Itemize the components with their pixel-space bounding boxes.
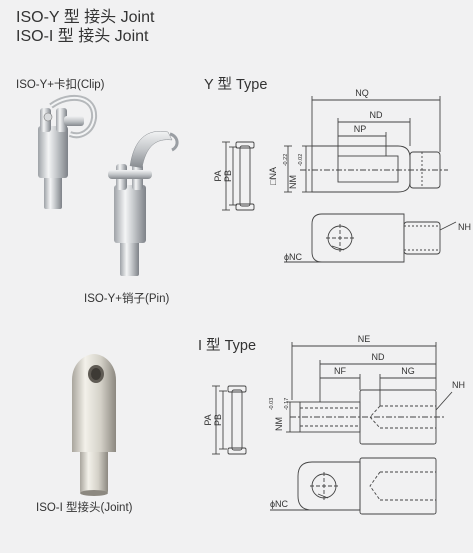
dim-nd-y: ND	[370, 110, 383, 120]
caption-clip: ISO-Y+卡扣(Clip)	[16, 79, 105, 91]
dim-nc-y: ϕNC	[284, 252, 303, 262]
clip-joint-photo	[38, 95, 98, 209]
title-iso-y: ISO-Y 型 接头 Joint	[16, 9, 155, 26]
dim-nh-y: NH	[458, 222, 471, 232]
heading-y-type: Y 型 Type	[204, 77, 268, 93]
dim-nq: NQ	[355, 88, 369, 98]
dim-nf: NF	[334, 366, 346, 376]
dim-ne: NE	[358, 334, 371, 344]
dim-pb-y: PB	[223, 170, 233, 182]
dim-pa-i: PA	[203, 414, 213, 425]
dim-nh-i: NH	[452, 380, 465, 390]
caption-pin: ISO-Y+销子(Pin)	[84, 293, 170, 305]
i-joint-photo	[72, 354, 116, 496]
heading-i-type: I 型 Type	[198, 338, 257, 354]
pin-joint-photo	[108, 131, 179, 276]
dim-pa-y: PA	[213, 170, 223, 181]
dim-ng: NG	[401, 366, 415, 376]
dim-na: □NA	[268, 167, 278, 185]
title-iso-i: ISO-I 型 接头 Joint	[16, 28, 149, 45]
dim-pb-i: PB	[213, 414, 223, 426]
dim-nm-i: NM	[274, 417, 284, 431]
dim-nm-y-tol-bot: -0.02	[298, 154, 304, 167]
dim-nc-i: ϕNC	[270, 499, 289, 509]
caption-joint: ISO-I 型接头(Joint)	[36, 502, 133, 514]
dim-nd-i: ND	[372, 352, 385, 362]
dim-nm-y-tol-top: -0.22	[283, 154, 289, 167]
dim-nm-i-tol-bot: -0.17	[284, 398, 290, 411]
dim-np: NP	[354, 124, 367, 134]
dim-nm-i-tol-top: -0.03	[269, 398, 275, 411]
dim-nm-y: NM	[288, 175, 298, 189]
